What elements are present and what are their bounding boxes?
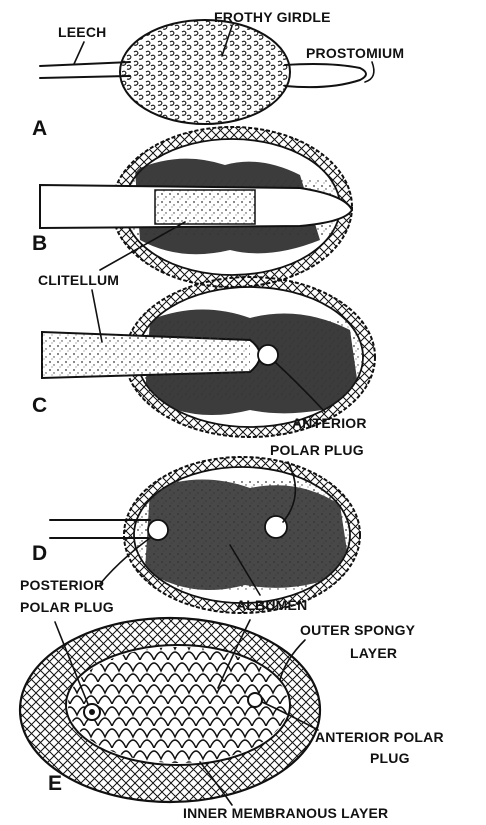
panel-letter-d: D	[32, 542, 47, 565]
frothy-girdle-shape	[120, 20, 290, 124]
panel-b: B CLITELLUM	[32, 127, 352, 288]
label-clitellum: CLITELLUM	[38, 272, 119, 288]
leader-leech	[74, 42, 84, 64]
posterior-polar-plug	[148, 520, 168, 540]
panel-letter-a: A	[32, 117, 47, 140]
panel-c: C ANTERIOR POLAR PLUG	[32, 277, 375, 458]
label-frothy-girdle: FROTHY GIRDLE	[214, 9, 331, 25]
panel-e: E OUTER SPONGY LAYER ANTERIOR POLAR PLUG…	[20, 618, 444, 821]
leech-body-a	[40, 62, 130, 78]
panel-d: D POSTERIOR POLAR PLUG ALBUMEN	[20, 457, 360, 615]
label-albumen: ALBUMEN	[236, 597, 307, 613]
panel-letter-e: E	[48, 772, 62, 795]
label-outer-spongy-layer-line2: LAYER	[350, 645, 397, 661]
clitellum-band	[155, 190, 255, 224]
panel-a: A LEECH FROTHY GIRDLE PROSTOMIUM	[32, 9, 404, 140]
label-anterior-polar-plug-c-line2: POLAR PLUG	[270, 442, 364, 458]
label-inner-membranous-layer: INNER MEMBRANOUS LAYER	[183, 805, 388, 821]
label-anterior-polar-plug-e-line2: PLUG	[370, 750, 410, 766]
prostomium-shape	[285, 64, 366, 87]
anterior-polar-plug-d	[265, 516, 287, 538]
anterior-polar-plug-e	[248, 693, 262, 707]
label-anterior-polar-plug-c-line1: ANTERIOR	[292, 415, 367, 431]
label-anterior-polar-plug-e-line1: ANTERIOR POLAR	[315, 729, 444, 745]
label-outer-spongy-layer-line1: OUTER SPONGY	[300, 622, 416, 638]
label-prostomium: PROSTOMIUM	[306, 45, 404, 61]
panel-letter-c: C	[32, 394, 47, 417]
label-posterior-polar-plug-line2: POLAR PLUG	[20, 599, 114, 615]
label-posterior-polar-plug-line1: POSTERIOR	[20, 577, 104, 593]
panel-letter-b: B	[32, 232, 47, 255]
label-leech: LEECH	[58, 24, 106, 40]
